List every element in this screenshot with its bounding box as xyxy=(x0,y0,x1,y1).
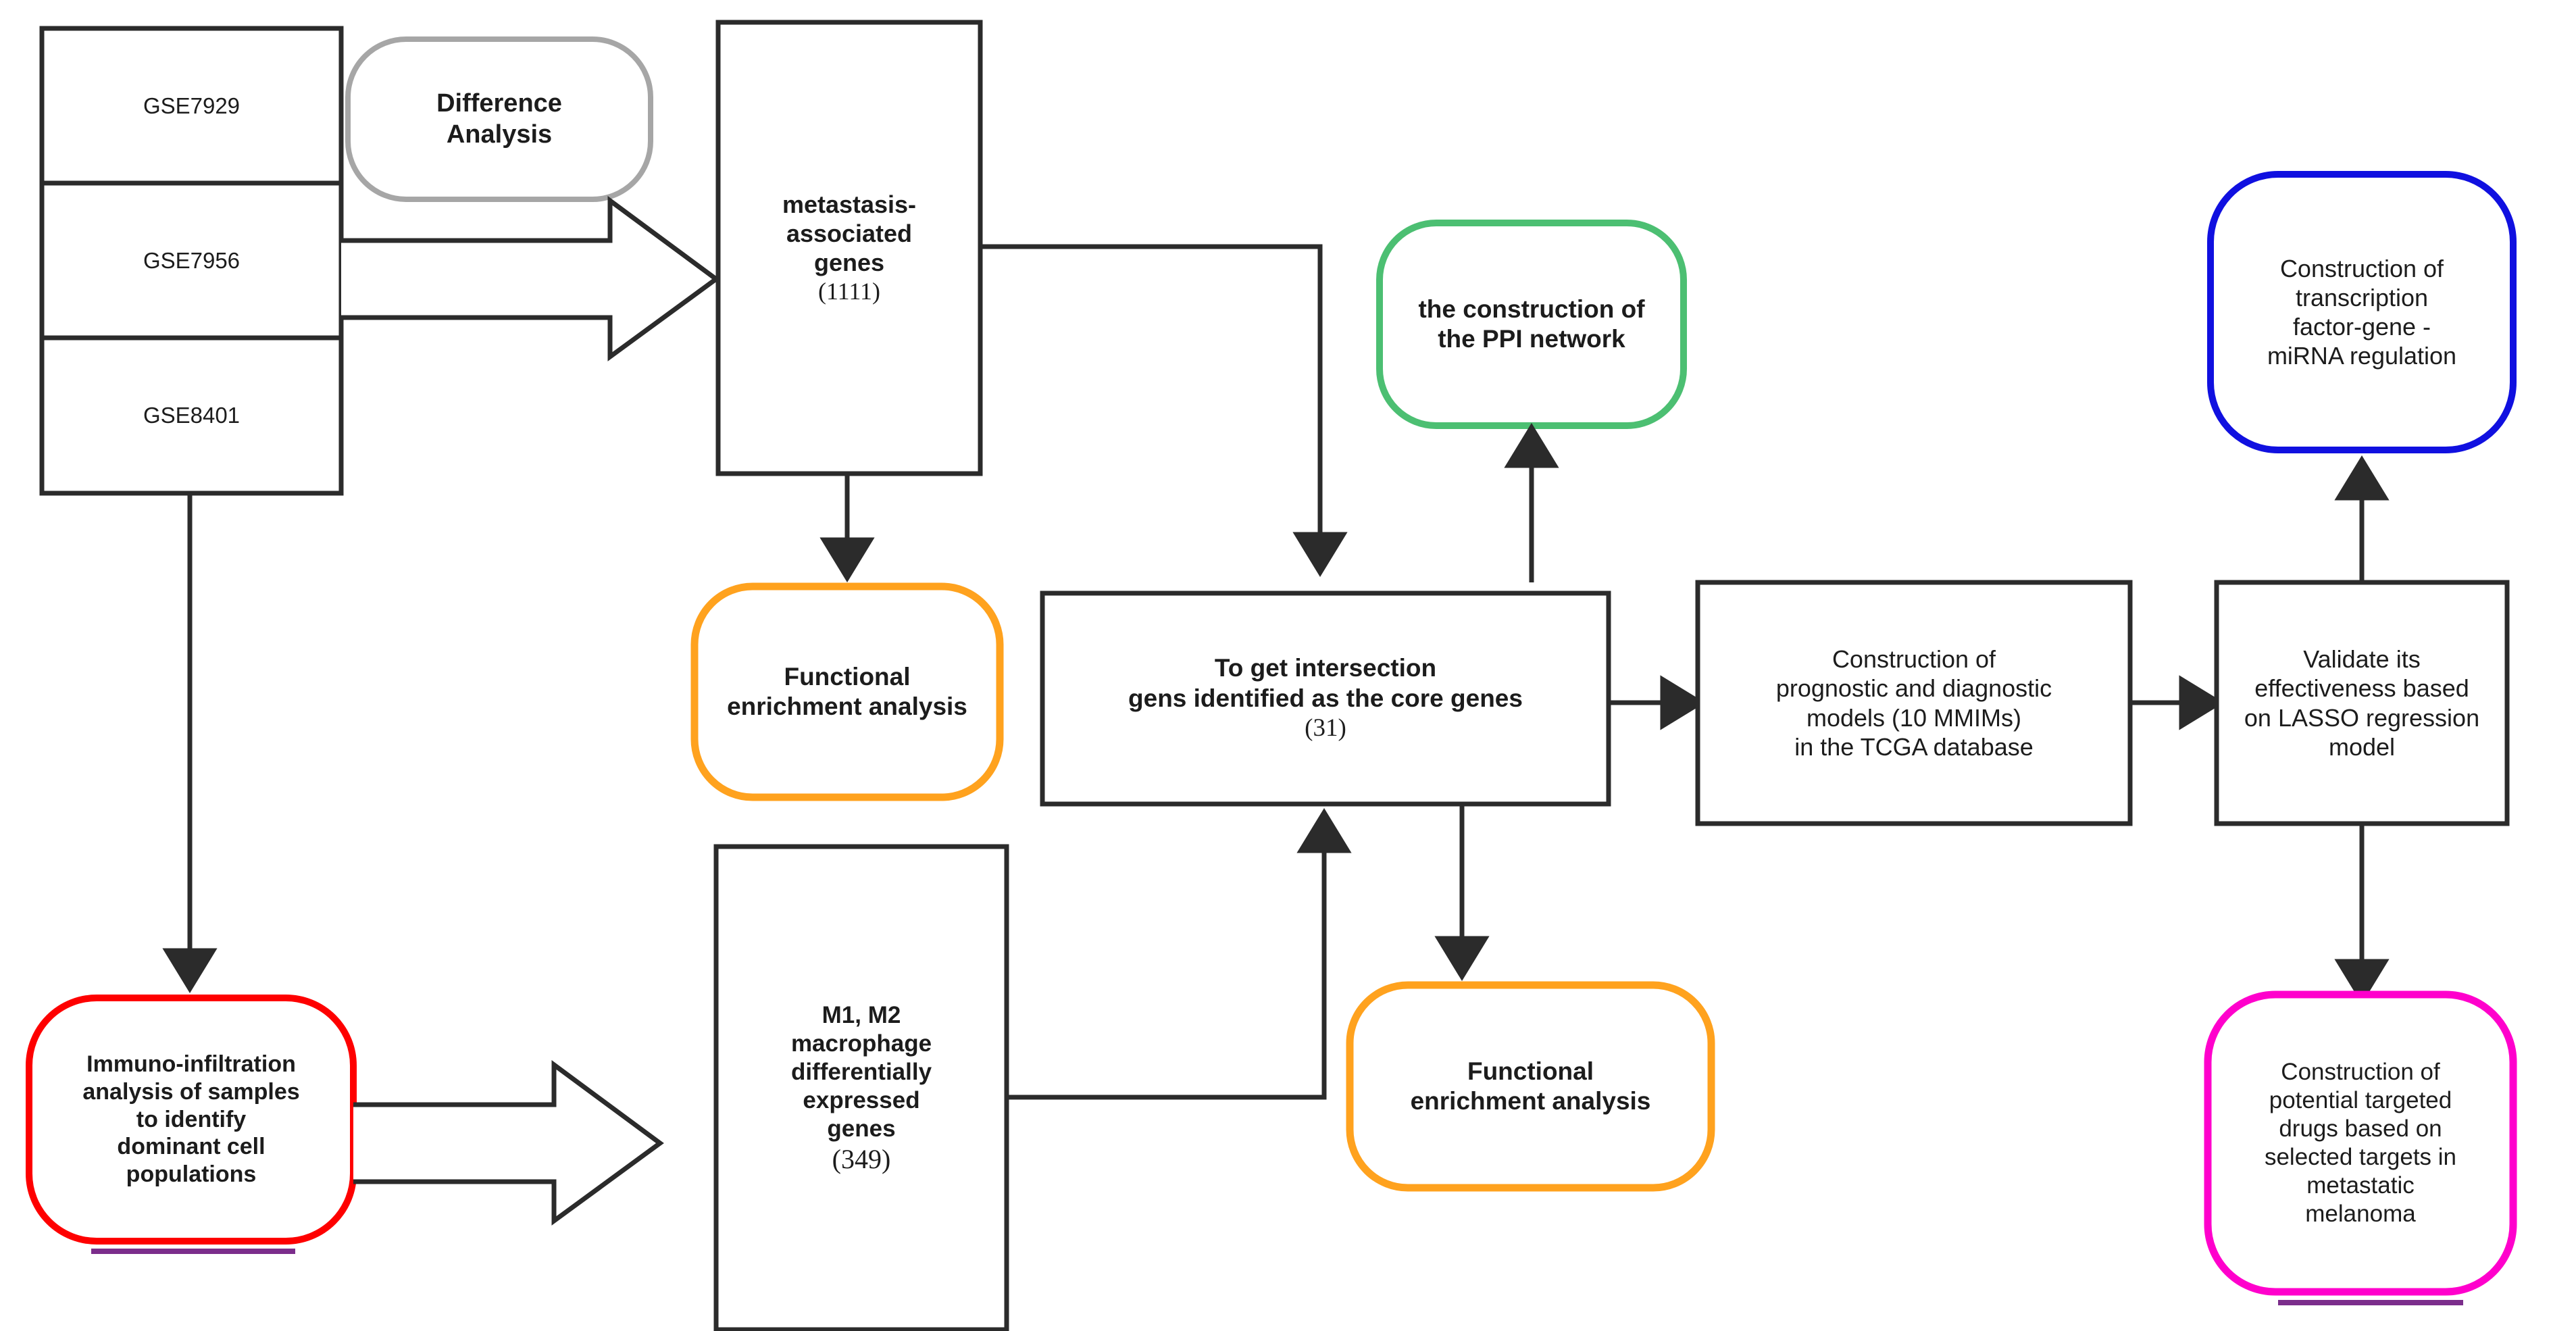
functional-enrichment-bottom-shape[interactable] xyxy=(1346,981,1715,1192)
immuno-infiltration-shape[interactable] xyxy=(26,995,357,1245)
metastasis-genes-shape[interactable] xyxy=(715,20,983,476)
macrophage-deg-shape[interactable] xyxy=(713,844,1009,1331)
dataset-stack-shape[interactable] xyxy=(39,26,344,496)
dataset-cell-gse8401[interactable]: GSE8401 xyxy=(42,338,341,493)
dataset-cell-gse7929[interactable]: GSE7929 xyxy=(42,28,341,183)
targeted-drugs-shape[interactable] xyxy=(2204,990,2517,1296)
intersection-core-genes-shape[interactable] xyxy=(1040,591,1611,807)
prognostic-models-shape[interactable] xyxy=(1695,580,2133,826)
dataset-cell-label: GSE8401 xyxy=(143,403,241,428)
edge-macrophage-to-intersection xyxy=(1007,808,1352,1100)
ppi-network-shape[interactable] xyxy=(1376,220,1687,429)
edge-metastasis-to-intersection xyxy=(980,244,1348,577)
dataset-cell-label: GSE7929 xyxy=(143,93,241,118)
block-arrow-immuno-to-macrophage xyxy=(353,1060,664,1226)
lasso-validation-shape[interactable] xyxy=(2214,580,2510,826)
tf-gene-mirna-shape[interactable] xyxy=(2207,171,2517,453)
difference-analysis-shape[interactable] xyxy=(345,36,653,202)
dataset-cell-label: GSE7956 xyxy=(143,247,241,273)
block-arrow-datasets-to-metastasis xyxy=(341,196,720,361)
dataset-cell-gse7956[interactable]: GSE7956 xyxy=(42,183,341,338)
functional-enrichment-top-shape[interactable] xyxy=(690,582,1004,801)
